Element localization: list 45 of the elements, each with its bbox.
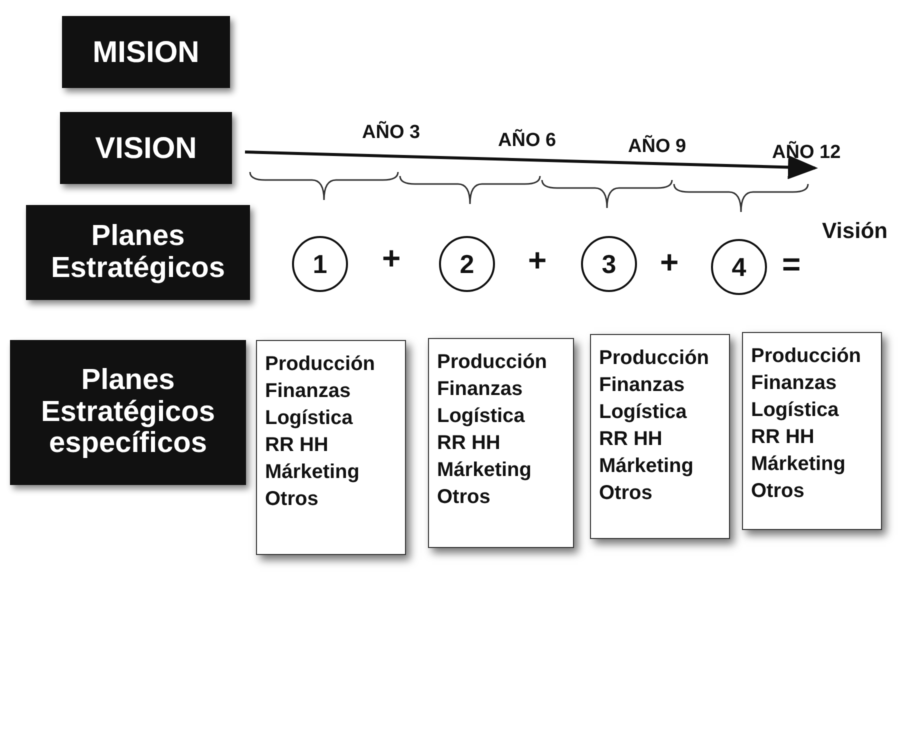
plan-item: RR HH bbox=[751, 425, 816, 450]
plus-sign: + bbox=[528, 242, 547, 279]
plan-card bbox=[256, 340, 406, 555]
plan-item: Márketing bbox=[265, 460, 360, 485]
number-circle: 1 bbox=[292, 236, 348, 292]
year-label: AÑO 12 bbox=[772, 142, 841, 164]
plan-item: Finanzas bbox=[751, 371, 838, 396]
plan-item: Márketing bbox=[437, 458, 532, 483]
number-circle: 2 bbox=[439, 236, 495, 292]
plan-item: Producción bbox=[437, 350, 548, 375]
plan-item: Otros bbox=[599, 481, 654, 506]
plan-item: Finanzas bbox=[437, 377, 524, 402]
plan-item: RR HH bbox=[265, 433, 330, 458]
title-box: Planes Estratégicos bbox=[26, 205, 250, 300]
plan-item: Logística bbox=[437, 404, 526, 429]
plan-item: Otros bbox=[751, 479, 806, 504]
year-label: AÑO 9 bbox=[628, 136, 686, 158]
year-label: AÑO 3 bbox=[362, 122, 420, 144]
equals-sign: = bbox=[782, 246, 801, 283]
plan-item: Otros bbox=[265, 487, 320, 512]
plan-item: Logística bbox=[751, 398, 840, 423]
title-box: MISION bbox=[62, 16, 230, 88]
number-circle: 4 bbox=[711, 239, 767, 295]
plus-sign: + bbox=[660, 244, 679, 281]
plan-item: Logística bbox=[265, 406, 354, 431]
plan-card bbox=[742, 332, 882, 530]
plan-item: Finanzas bbox=[599, 373, 686, 398]
plan-item: Márketing bbox=[599, 454, 694, 479]
title-box: VISION bbox=[60, 112, 232, 184]
plan-item: Producción bbox=[751, 344, 862, 369]
plan-item: Producción bbox=[265, 352, 376, 377]
plan-card bbox=[428, 338, 574, 548]
plan-card bbox=[590, 334, 730, 539]
year-label: AÑO 6 bbox=[498, 130, 556, 152]
plan-item: Otros bbox=[437, 485, 492, 510]
plan-item: Producción bbox=[599, 346, 710, 371]
plan-item: Márketing bbox=[751, 452, 846, 477]
plan-item: RR HH bbox=[437, 431, 502, 456]
title-box: Planes Estratégicos específicos bbox=[10, 340, 246, 485]
plan-item: Finanzas bbox=[265, 379, 352, 404]
result-label: Visión bbox=[822, 218, 888, 244]
number-circle: 3 bbox=[581, 236, 637, 292]
plan-item: RR HH bbox=[599, 427, 664, 452]
plus-sign: + bbox=[382, 240, 401, 277]
plan-item: Logística bbox=[599, 400, 688, 425]
